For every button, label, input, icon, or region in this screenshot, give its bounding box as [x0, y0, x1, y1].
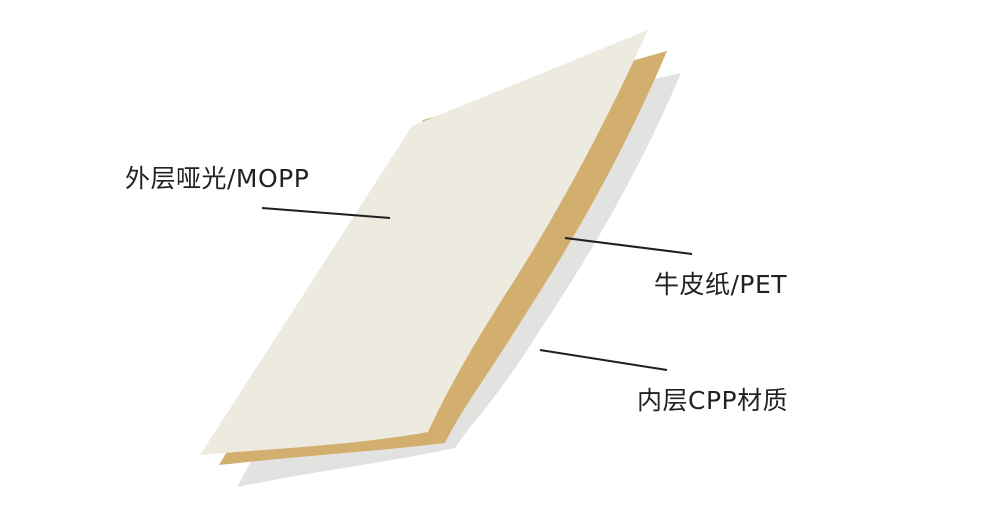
- layer-label-inner: 内层CPP材质: [637, 386, 789, 415]
- layer-label-middle: 牛皮纸/PET: [654, 270, 788, 299]
- layer-outer-sheet: [200, 30, 648, 455]
- leader-line-outer: [261, 207, 391, 219]
- leader-line-inner: [539, 349, 668, 371]
- leader-line-middle: [564, 237, 693, 255]
- layer-label-outer: 外层哑光/MOPP: [125, 164, 310, 193]
